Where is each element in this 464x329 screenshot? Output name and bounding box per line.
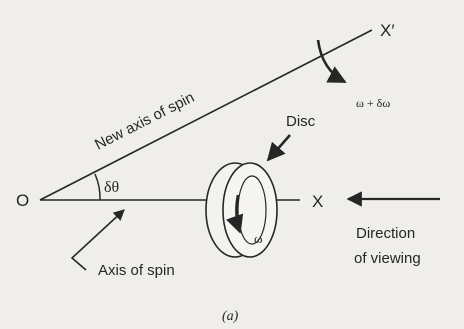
disc-pointer-arrow	[266, 134, 291, 162]
origin-label: O	[16, 191, 29, 210]
figure-caption: (a)	[222, 309, 239, 324]
new-axis-of-spin-label: New axis of spin	[92, 89, 197, 154]
x-axis-label: X	[312, 192, 323, 211]
new-axis-of-spin-line	[39, 29, 373, 201]
omega-plus-delta-omega-label: ω + δω	[356, 96, 390, 110]
disc-hub	[237, 175, 267, 245]
angle-arc	[94, 173, 101, 201]
disc-label: Disc	[286, 113, 316, 130]
disc-inner-rim	[222, 162, 278, 258]
omega-label: ω	[254, 231, 263, 246]
angle-label: δθ	[104, 179, 119, 196]
direction-of-viewing-line1: Direction	[356, 225, 415, 242]
axis-of-spin-label: Axis of spin	[98, 262, 175, 279]
direction-of-viewing-line2: of viewing	[354, 250, 421, 267]
omega-rotation-arrow	[225, 194, 244, 234]
new-axis-end-label: X′	[380, 21, 395, 40]
axis-of-spin-leader	[70, 209, 125, 271]
new-spin-rotation-arrow	[316, 39, 347, 84]
